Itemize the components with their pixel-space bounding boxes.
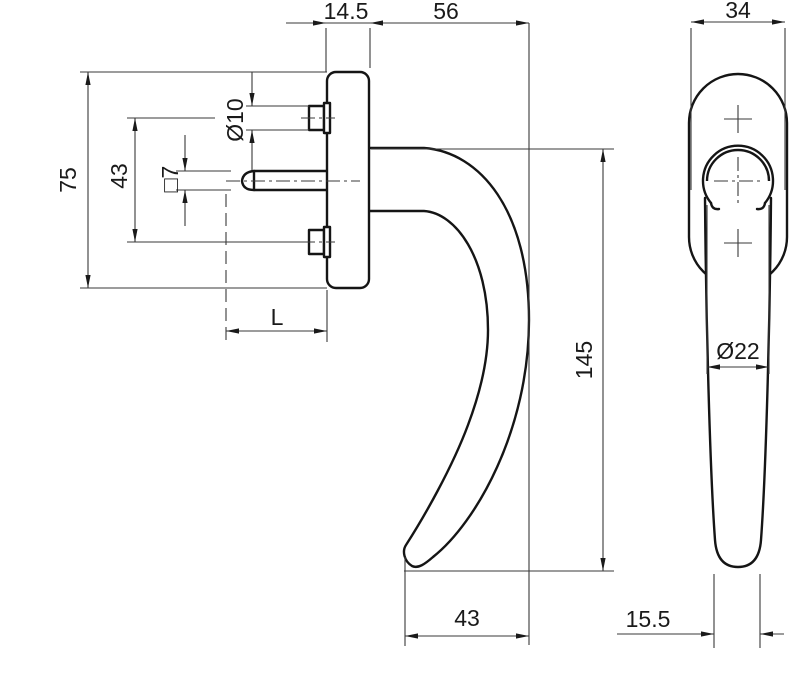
- dim-plate-thickness: 14.5: [286, 0, 529, 72]
- dim-grip-diameter: Ø22: [706, 205, 770, 374]
- rosette-plate-side: [325, 70, 371, 290]
- neck-collar-hook-right: [755, 201, 767, 211]
- neck-collar-arc: [701, 144, 775, 205]
- dim-projection: 56: [433, 0, 530, 645]
- screw-bottom: [301, 225, 335, 259]
- dim-front-width: 34: [690, 0, 786, 190]
- dim-grip-end-label: 15.5: [626, 606, 671, 632]
- handle-lever-outline: [369, 146, 531, 569]
- dim-square-spindle-label: □7: [157, 166, 183, 193]
- screw-cross-bottom: [724, 229, 752, 257]
- dim-square-spindle: □7: [157, 135, 231, 226]
- neck-collar-hook-left: [709, 201, 721, 211]
- dim-handle-length-label: 145: [571, 341, 597, 379]
- dim-screw-diameter: Ø10: [222, 72, 309, 170]
- dim-hole-spacing: 43: [106, 117, 306, 243]
- neck-center-cross: [714, 157, 762, 205]
- grip-outline: [703, 196, 773, 569]
- dim-front-width-label: 34: [725, 0, 751, 23]
- dim-plate-height: 75: [55, 71, 327, 289]
- screw-top: [301, 101, 335, 135]
- dim-screw-diameter-label: Ø10: [222, 98, 248, 141]
- dim-handle-length: 145: [371, 148, 614, 572]
- dim-plate-height-label: 75: [55, 167, 81, 193]
- dim-projection-label: 56: [433, 0, 459, 24]
- dim-reach-label: 43: [454, 605, 480, 631]
- dim-hole-spacing-label: 43: [106, 163, 132, 189]
- dim-spindle-length-label: L: [271, 304, 284, 330]
- dim-plate-thickness-label: 14.5: [324, 0, 369, 24]
- dim-grip-end: 15.5: [617, 574, 784, 648]
- screw-cross-top: [724, 105, 752, 133]
- dim-spindle-length: L: [225, 194, 328, 342]
- dim-grip-diameter-label: Ø22: [716, 338, 759, 364]
- dim-reach: 43: [404, 557, 529, 646]
- grip-mask: [704, 181, 772, 567]
